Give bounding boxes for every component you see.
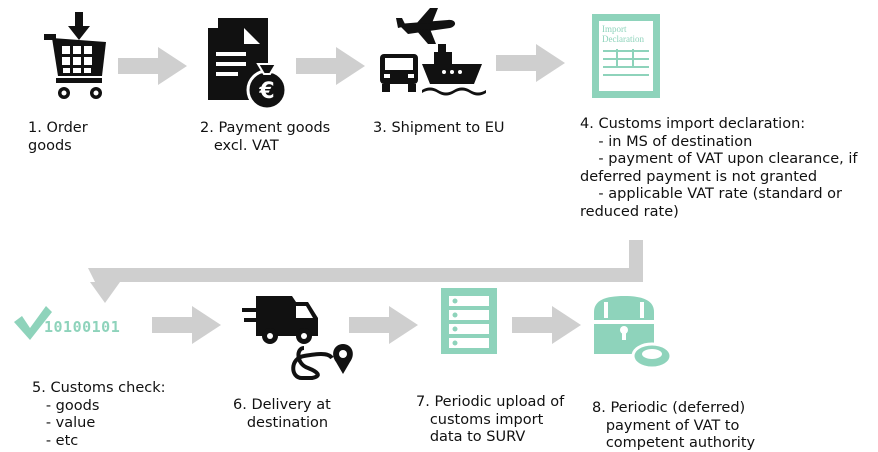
server-icon <box>441 288 497 354</box>
arrow-3-to-4 <box>496 44 565 82</box>
arrow-2-to-3 <box>296 47 365 85</box>
step-1-label: 1. Order goods <box>28 120 88 154</box>
step-5-label: 5. Customs check: - goods - value - etc <box>32 380 166 449</box>
import-declaration-text: Import Declaration <box>602 24 644 44</box>
delivery-van-route-icon <box>242 296 353 380</box>
connector-horizontal <box>98 268 643 282</box>
svg-text:€: € <box>258 79 274 104</box>
step-8-label: 8. Periodic (deferred) payment of VAT to… <box>592 400 756 451</box>
step-3-label: 3. Shipment to EU <box>373 120 505 136</box>
treasure-chest-coin-icon <box>594 296 672 370</box>
step-7-label: 7. Periodic upload of customs import dat… <box>416 394 565 445</box>
step-4-label: 4. Customs import declaration: - in MS o… <box>580 116 858 220</box>
import-declaration-icon: Import Declaration <box>592 14 660 98</box>
arrow-5-to-6 <box>152 306 221 344</box>
invoice-euro-icon: € <box>208 18 288 110</box>
arrow-7-to-8 <box>512 306 581 344</box>
step-2-label: 2. Payment goods excl. VAT <box>200 120 331 154</box>
plane-truck-ship-icon <box>380 8 486 96</box>
checkmark-binary-icon: 10100101 <box>12 306 138 342</box>
arrow-1-to-2 <box>118 47 187 85</box>
arrow-6-to-7 <box>349 306 418 344</box>
step-6-label: 6. Delivery at destination <box>233 397 331 431</box>
binary-text: 10100101 <box>44 318 121 336</box>
shopping-cart-icon <box>44 12 106 99</box>
